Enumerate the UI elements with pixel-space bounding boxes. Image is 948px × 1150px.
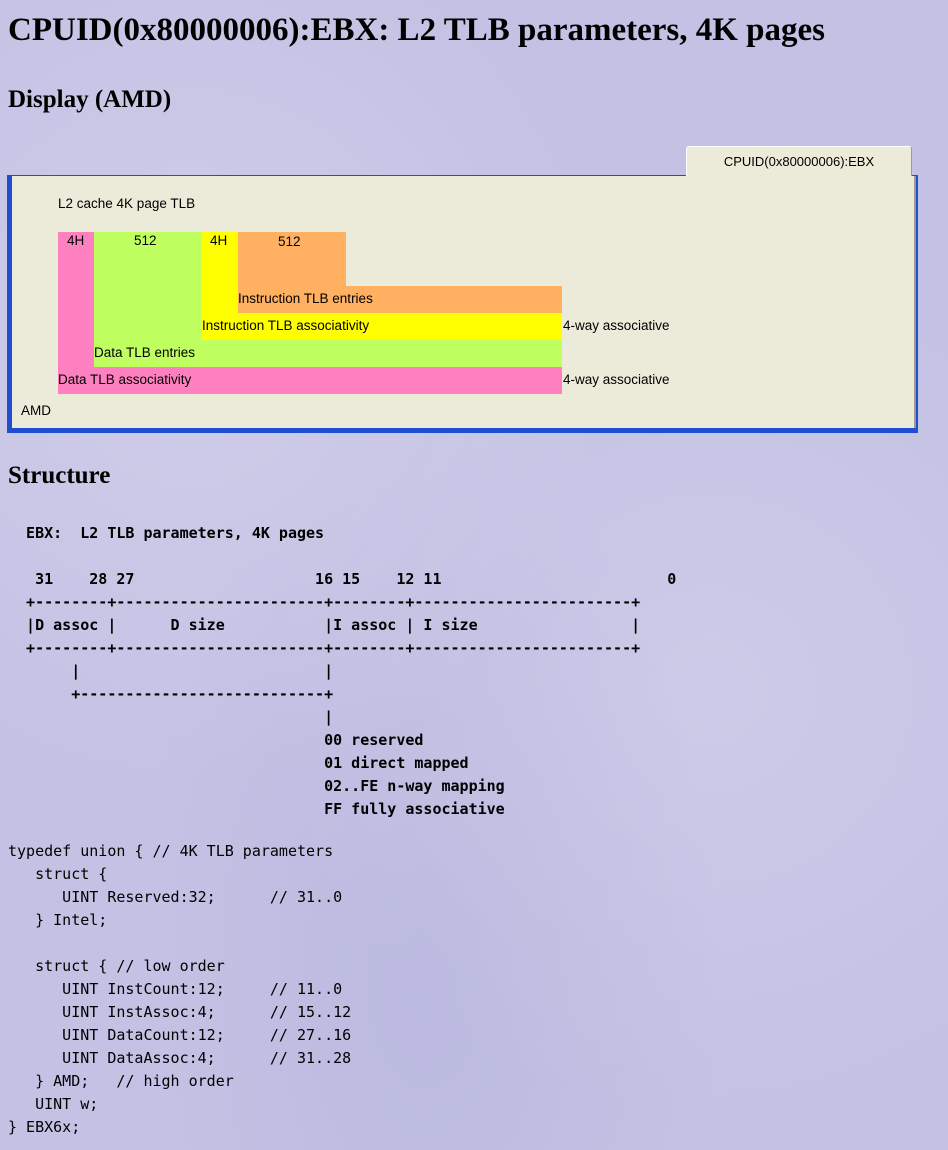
d-assoc-value: 4H [67,233,85,248]
tab-cpuid-ebx[interactable]: CPUID(0x80000006):EBX [686,146,912,176]
d-assoc-bar [58,367,562,394]
i-assoc-value: 4H [210,233,228,248]
d-size-bar [94,340,562,367]
instruction-tlb-entries-label: Instruction TLB entries [238,291,373,306]
display-heading: Display (AMD) [8,86,172,113]
i-size-value: 512 [278,234,301,249]
vendor-label: AMD [21,403,51,418]
bitfield-diagram: EBX: L2 TLB parameters, 4K pages 31 28 2… [26,524,677,818]
typedef-code-block: typedef union { // 4K TLB parameters str… [8,842,352,1136]
instruction-tlb-assoc-label: Instruction TLB associativity [202,318,370,333]
d-size-value: 512 [134,233,157,248]
instruction-tlb-assoc-value: 4-way associative [563,318,670,333]
data-tlb-assoc-label: Data TLB associativity [58,372,192,387]
i-assoc-bar [202,313,562,340]
data-tlb-entries-label: Data TLB entries [94,345,196,360]
data-tlb-assoc-value: 4-way associative [563,372,670,387]
i-size-bar [238,286,562,313]
tlb-panel: L2 cache 4K page TLB 4H 512 4H 512 Instr… [12,176,916,428]
group-title: L2 cache 4K page TLB [58,196,196,211]
structure-heading: Structure [8,462,111,489]
page-title: CPUID(0x80000006):EBX: L2 TLB parameters… [8,12,826,48]
